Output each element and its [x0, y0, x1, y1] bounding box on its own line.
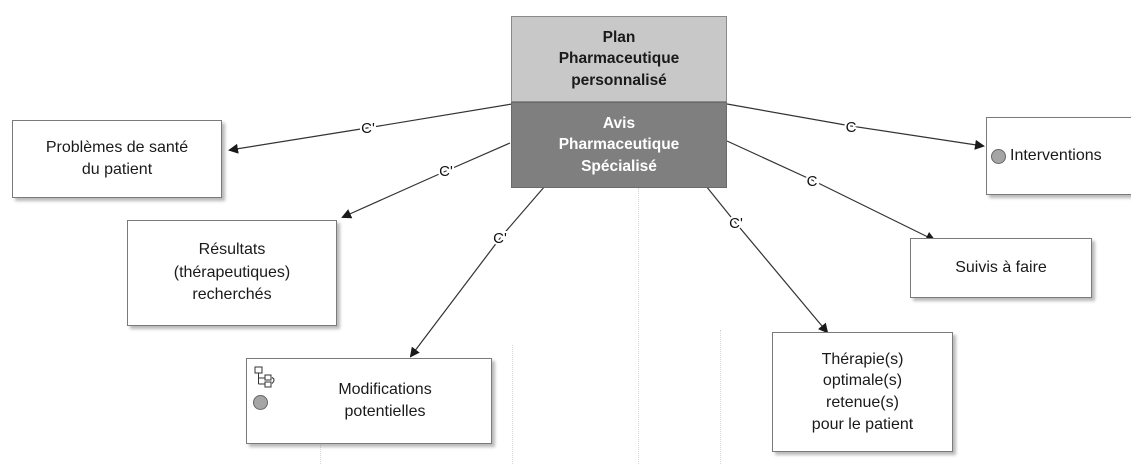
avis-pharmaceutique-node[interactable]: Avis Pharmaceutique Spécialisé — [511, 102, 727, 188]
node-text-line: Avis — [602, 114, 636, 132]
link-to-modifications: C' — [409, 185, 546, 358]
link-to-resultats: C' — [341, 142, 511, 219]
suivis-node[interactable]: Suivis à faire — [910, 238, 1092, 298]
node-text-line: recherchés — [192, 286, 272, 304]
node-text-line: optimale(s) — [822, 372, 903, 390]
node-text-line: Plan — [602, 28, 636, 46]
marker-dot-icon — [991, 148, 1006, 164]
link-to-problemes: C' — [228, 103, 513, 154]
node-text-line: du patient — [81, 161, 153, 178]
node-text-line: Suivis à faire — [955, 258, 1047, 276]
guide-line — [720, 330, 721, 464]
link-label: C' — [493, 230, 507, 247]
node-text-line: Thérapie(s) — [821, 350, 904, 368]
link-label: C' — [439, 163, 453, 180]
guide-line — [512, 345, 513, 464]
resultats-node[interactable]: Résultats (thérapeutiques) recherchés — [127, 220, 337, 326]
node-text-line: (thérapeutiques) — [173, 263, 291, 281]
node-text-line: Résultats — [198, 241, 266, 259]
node-text-line: Pharmaceutique — [558, 50, 680, 68]
interventions-node[interactable]: Interventions — [986, 117, 1131, 195]
node-text-line: pour le patient — [811, 415, 914, 433]
node-text-line: personnalisé — [571, 71, 667, 89]
link-to-interventions: C — [726, 103, 985, 150]
modifications-node[interactable]: Modifications potentielles — [246, 358, 492, 444]
node-text-line: Pharmaceutique — [558, 136, 680, 154]
link-label: C — [846, 119, 857, 136]
link-label: C' — [361, 120, 375, 137]
node-text-line: potentielles — [344, 403, 426, 420]
node-text-line: retenue(s) — [826, 394, 899, 411]
guide-line — [638, 188, 639, 464]
problemes-sante-node[interactable]: Problèmes de santé du patient — [12, 120, 222, 198]
hierarchy-icon — [254, 366, 275, 388]
link-to-therapies: C' — [705, 185, 829, 334]
node-text-line: Modifications — [338, 380, 432, 398]
marker-dot-icon — [253, 395, 268, 410]
node-text-line: Spécialisé — [581, 157, 657, 175]
link-label: C — [807, 173, 818, 190]
plan-pharmaceutique-node[interactable]: Plan Pharmaceutique personnalisé — [511, 16, 727, 102]
therapies-node[interactable]: Thérapie(s) optimale(s) retenue(s) pour … — [772, 332, 953, 452]
link-label: C' — [729, 215, 743, 232]
node-text-line: Problèmes de santé — [45, 138, 189, 156]
node-text-line: Interventions — [1010, 146, 1102, 164]
link-to-suivis: C — [726, 140, 936, 241]
